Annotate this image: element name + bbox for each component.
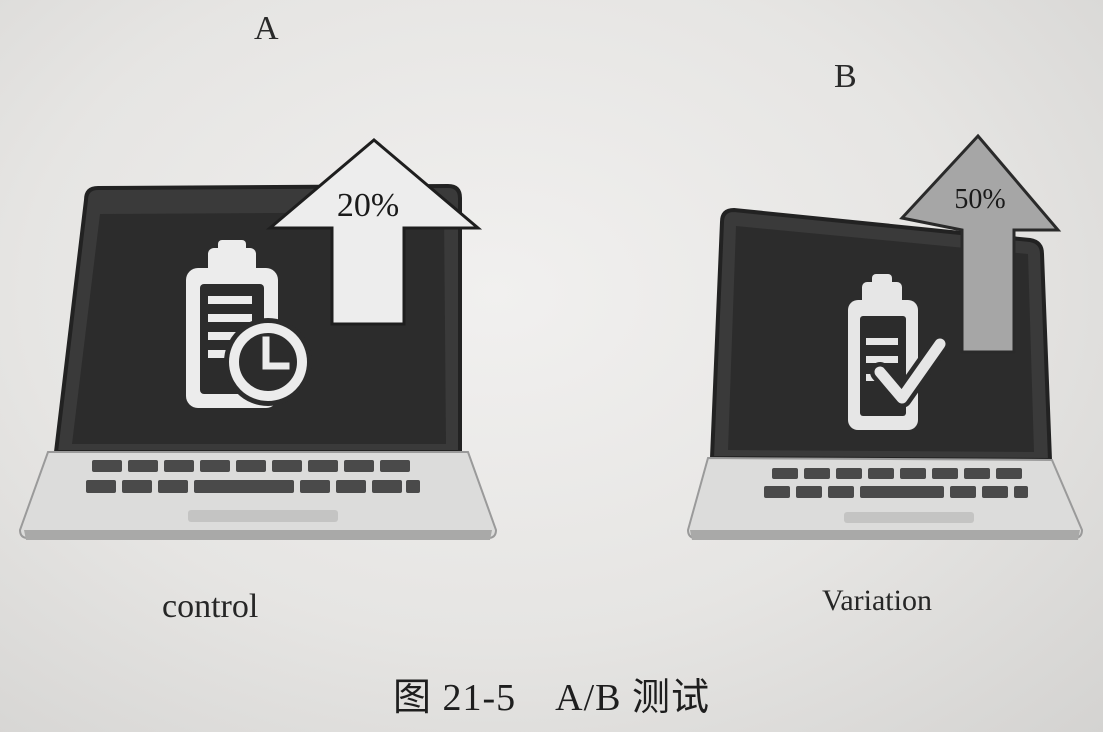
- panel-a-label: A: [254, 10, 279, 47]
- increase-arrow-b: 50%: [899, 133, 1062, 354]
- panel-b-label: B: [834, 58, 857, 95]
- laptop-b: 50%: [686, 133, 1084, 540]
- figure-caption: 图 21-5 A/B 测试: [392, 677, 710, 719]
- increase-arrow-a: 20%: [265, 138, 483, 326]
- laptop-a: 20%: [18, 138, 498, 540]
- percent-a: 20%: [337, 187, 399, 224]
- caption-variation: Variation: [822, 584, 932, 617]
- clipboard-check-icon: [848, 274, 950, 430]
- clipboard-clock-icon: [186, 240, 312, 408]
- caption-control: control: [162, 588, 259, 625]
- percent-b: 50%: [954, 184, 1005, 215]
